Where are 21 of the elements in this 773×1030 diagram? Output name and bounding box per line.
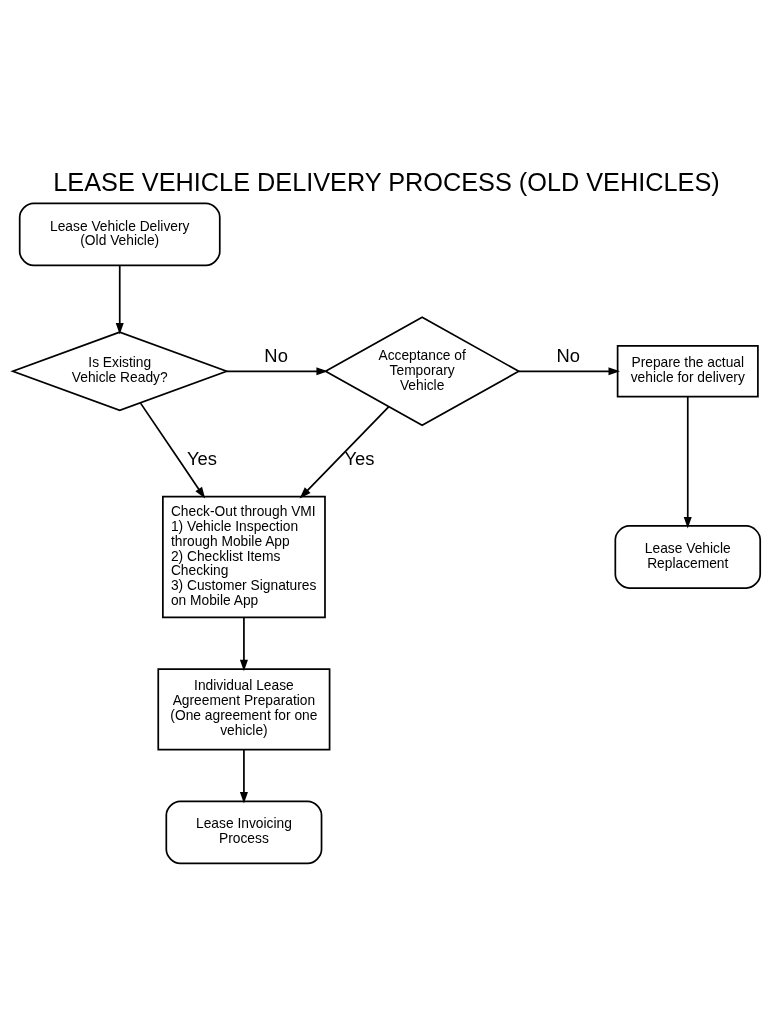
edge-label: Yes: [186, 448, 217, 470]
edge-label: No: [264, 344, 288, 366]
node-box: Lease Vehicle Delivery (Old Vehicle): [18, 202, 221, 267]
node-box: Check-Out through VMI 1) Vehicle Inspection through Mobile App 2) Checklist Items Checking 3) Customer Signatures on Mobile App: [162, 495, 326, 619]
node-box: Lease Invoicing Process: [165, 800, 323, 865]
diagram-title: LEASE VEHICLE DELIVERY PROCESS (OLD VEHICLES): [53, 168, 720, 197]
arrow: [517, 367, 620, 376]
arrow: [115, 264, 124, 335]
node-diamond: Acceptance of Temporary Vehicle: [323, 316, 521, 427]
arrow: [239, 748, 248, 804]
arrow: [239, 616, 248, 672]
arrow: [683, 395, 692, 529]
edge-label: Yes: [344, 448, 375, 470]
arrow: [139, 402, 206, 499]
edge-label: No: [556, 344, 580, 366]
node-box: Individual Lease Agreement Preparation (One agreement for one vehicle): [157, 668, 331, 751]
node-diamond: Is Existing Vehicle Ready?: [10, 331, 230, 412]
arrow: [299, 406, 390, 499]
arrow: [225, 367, 328, 376]
node-box: Prepare the actual vehicle for delivery: [616, 345, 759, 398]
node-box: Lease Vehicle Replacement: [614, 525, 762, 589]
